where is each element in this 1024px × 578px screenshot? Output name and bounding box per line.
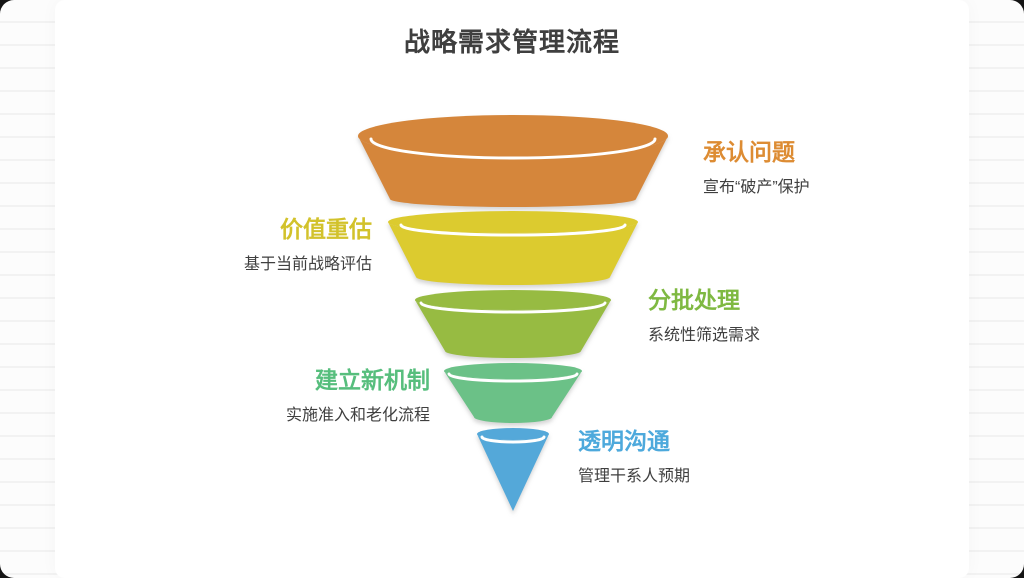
stage-3-desc: 系统性筛选需求 — [648, 326, 761, 344]
stage-4-label-group: 建立新机制 实施准入和老化流程 — [170, 366, 430, 426]
stage-3-label: 分批处理 — [648, 287, 740, 313]
stage-1-desc: 宣布“破产”保护 — [703, 178, 810, 196]
page-title: 战略需求管理流程 — [403, 27, 620, 57]
stage-5-desc: 管理干系人预期 — [578, 467, 691, 485]
stage-2-label: 价值重估 — [280, 216, 372, 242]
stage-2-label-group: 价值重估 基于当前战略评估 — [112, 215, 372, 275]
funnel-stage-2-body — [388, 222, 638, 285]
funnel-stage-3-rim — [419, 301, 607, 314]
funnel-stage-1-body — [358, 136, 668, 207]
funnel-stage-1-opening — [358, 115, 668, 157]
funnel-stage-5 — [477, 428, 549, 511]
stage-1-label-group: 承认问题 宣布“破产”保护 — [703, 138, 963, 198]
stage-4-label: 建立新机制 — [315, 367, 430, 393]
funnel-stage-5-body — [477, 434, 549, 511]
stage-1-label: 承认问题 — [703, 139, 795, 165]
funnel-stage-4 — [444, 363, 582, 423]
funnel-stage-2-opening — [388, 211, 638, 233]
funnel-stage-2 — [388, 211, 638, 285]
funnel-stage-3-body — [415, 300, 611, 358]
funnel-stage-4-rim — [447, 372, 579, 383]
stage-5-label: 透明沟通 — [578, 428, 670, 454]
stage-5-label-group: 透明沟通 管理干系人预期 — [578, 427, 838, 487]
funnel-stage-4-body — [444, 371, 582, 423]
funnel-stage-1-rim — [369, 137, 657, 160]
funnel-stage-2-rim — [399, 223, 627, 237]
stage-3-label-group: 分批处理 系统性筛选需求 — [648, 286, 908, 346]
funnel-stage-3-opening — [415, 290, 611, 310]
funnel-stage-1 — [358, 115, 668, 207]
funnel-stage-5-rim — [480, 435, 546, 444]
funnel-stage-3 — [415, 290, 611, 358]
stage-2-desc: 基于当前战略评估 — [243, 255, 372, 273]
funnel-stage-5-opening — [477, 428, 549, 440]
stage-4-desc: 实施准入和老化流程 — [285, 406, 430, 424]
funnel-stage-4-opening — [444, 363, 582, 379]
